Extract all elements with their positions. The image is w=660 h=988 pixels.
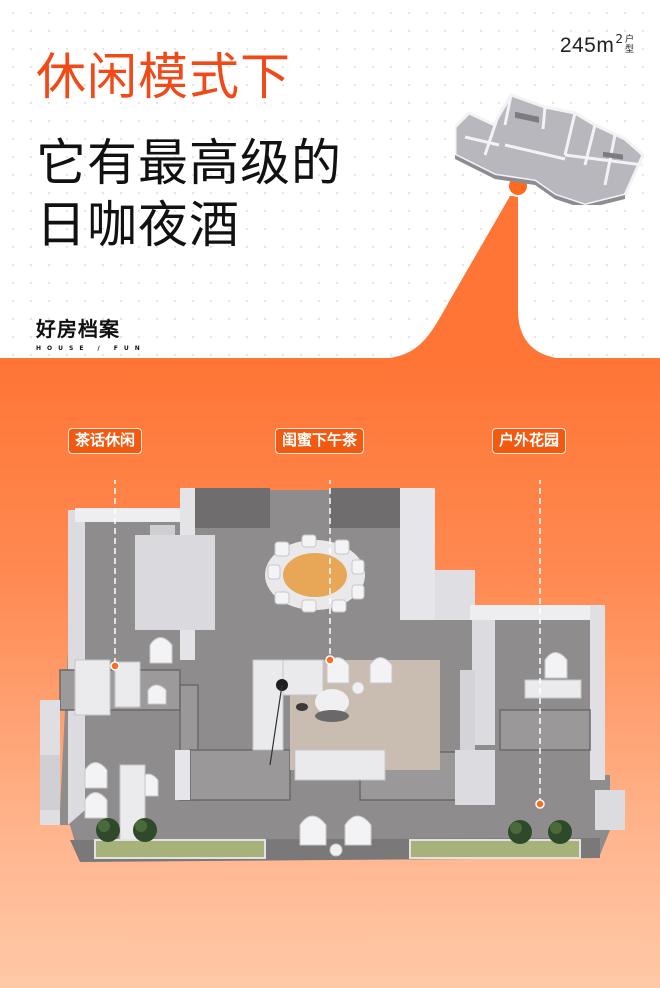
area-superscript: 2 [615,32,623,46]
headline-line-2: 它有最高级的 [36,134,342,192]
zone-tag-outdoor-garden[interactable]: 户外花园 [492,428,567,454]
marker-garden [535,799,545,809]
zone-tag-afternoon-tea[interactable]: 闺蜜下午茶 [275,428,365,454]
unit-area: 245m 2 户 型 [559,32,634,58]
marker-afternoon-tea [325,655,335,665]
logo-english: HOUSE / FUN [36,345,146,352]
area-unit: 户 型 [624,35,634,55]
isometric-floorplan [40,480,625,862]
brand-logo: 好房档案 HOUSE / FUN [36,313,146,352]
marker-tea-lounge [110,661,120,671]
zone-tag-tea-lounge[interactable]: 茶话休闲 [68,428,143,454]
mini-floorplan-thumbnail [455,93,645,205]
headline-line-3: 日咖夜酒 [36,196,240,254]
headline-accent: 休闲模式下 [36,48,291,106]
logo-chinese: 好房档案 [36,317,120,341]
area-value: 245m [559,34,615,57]
